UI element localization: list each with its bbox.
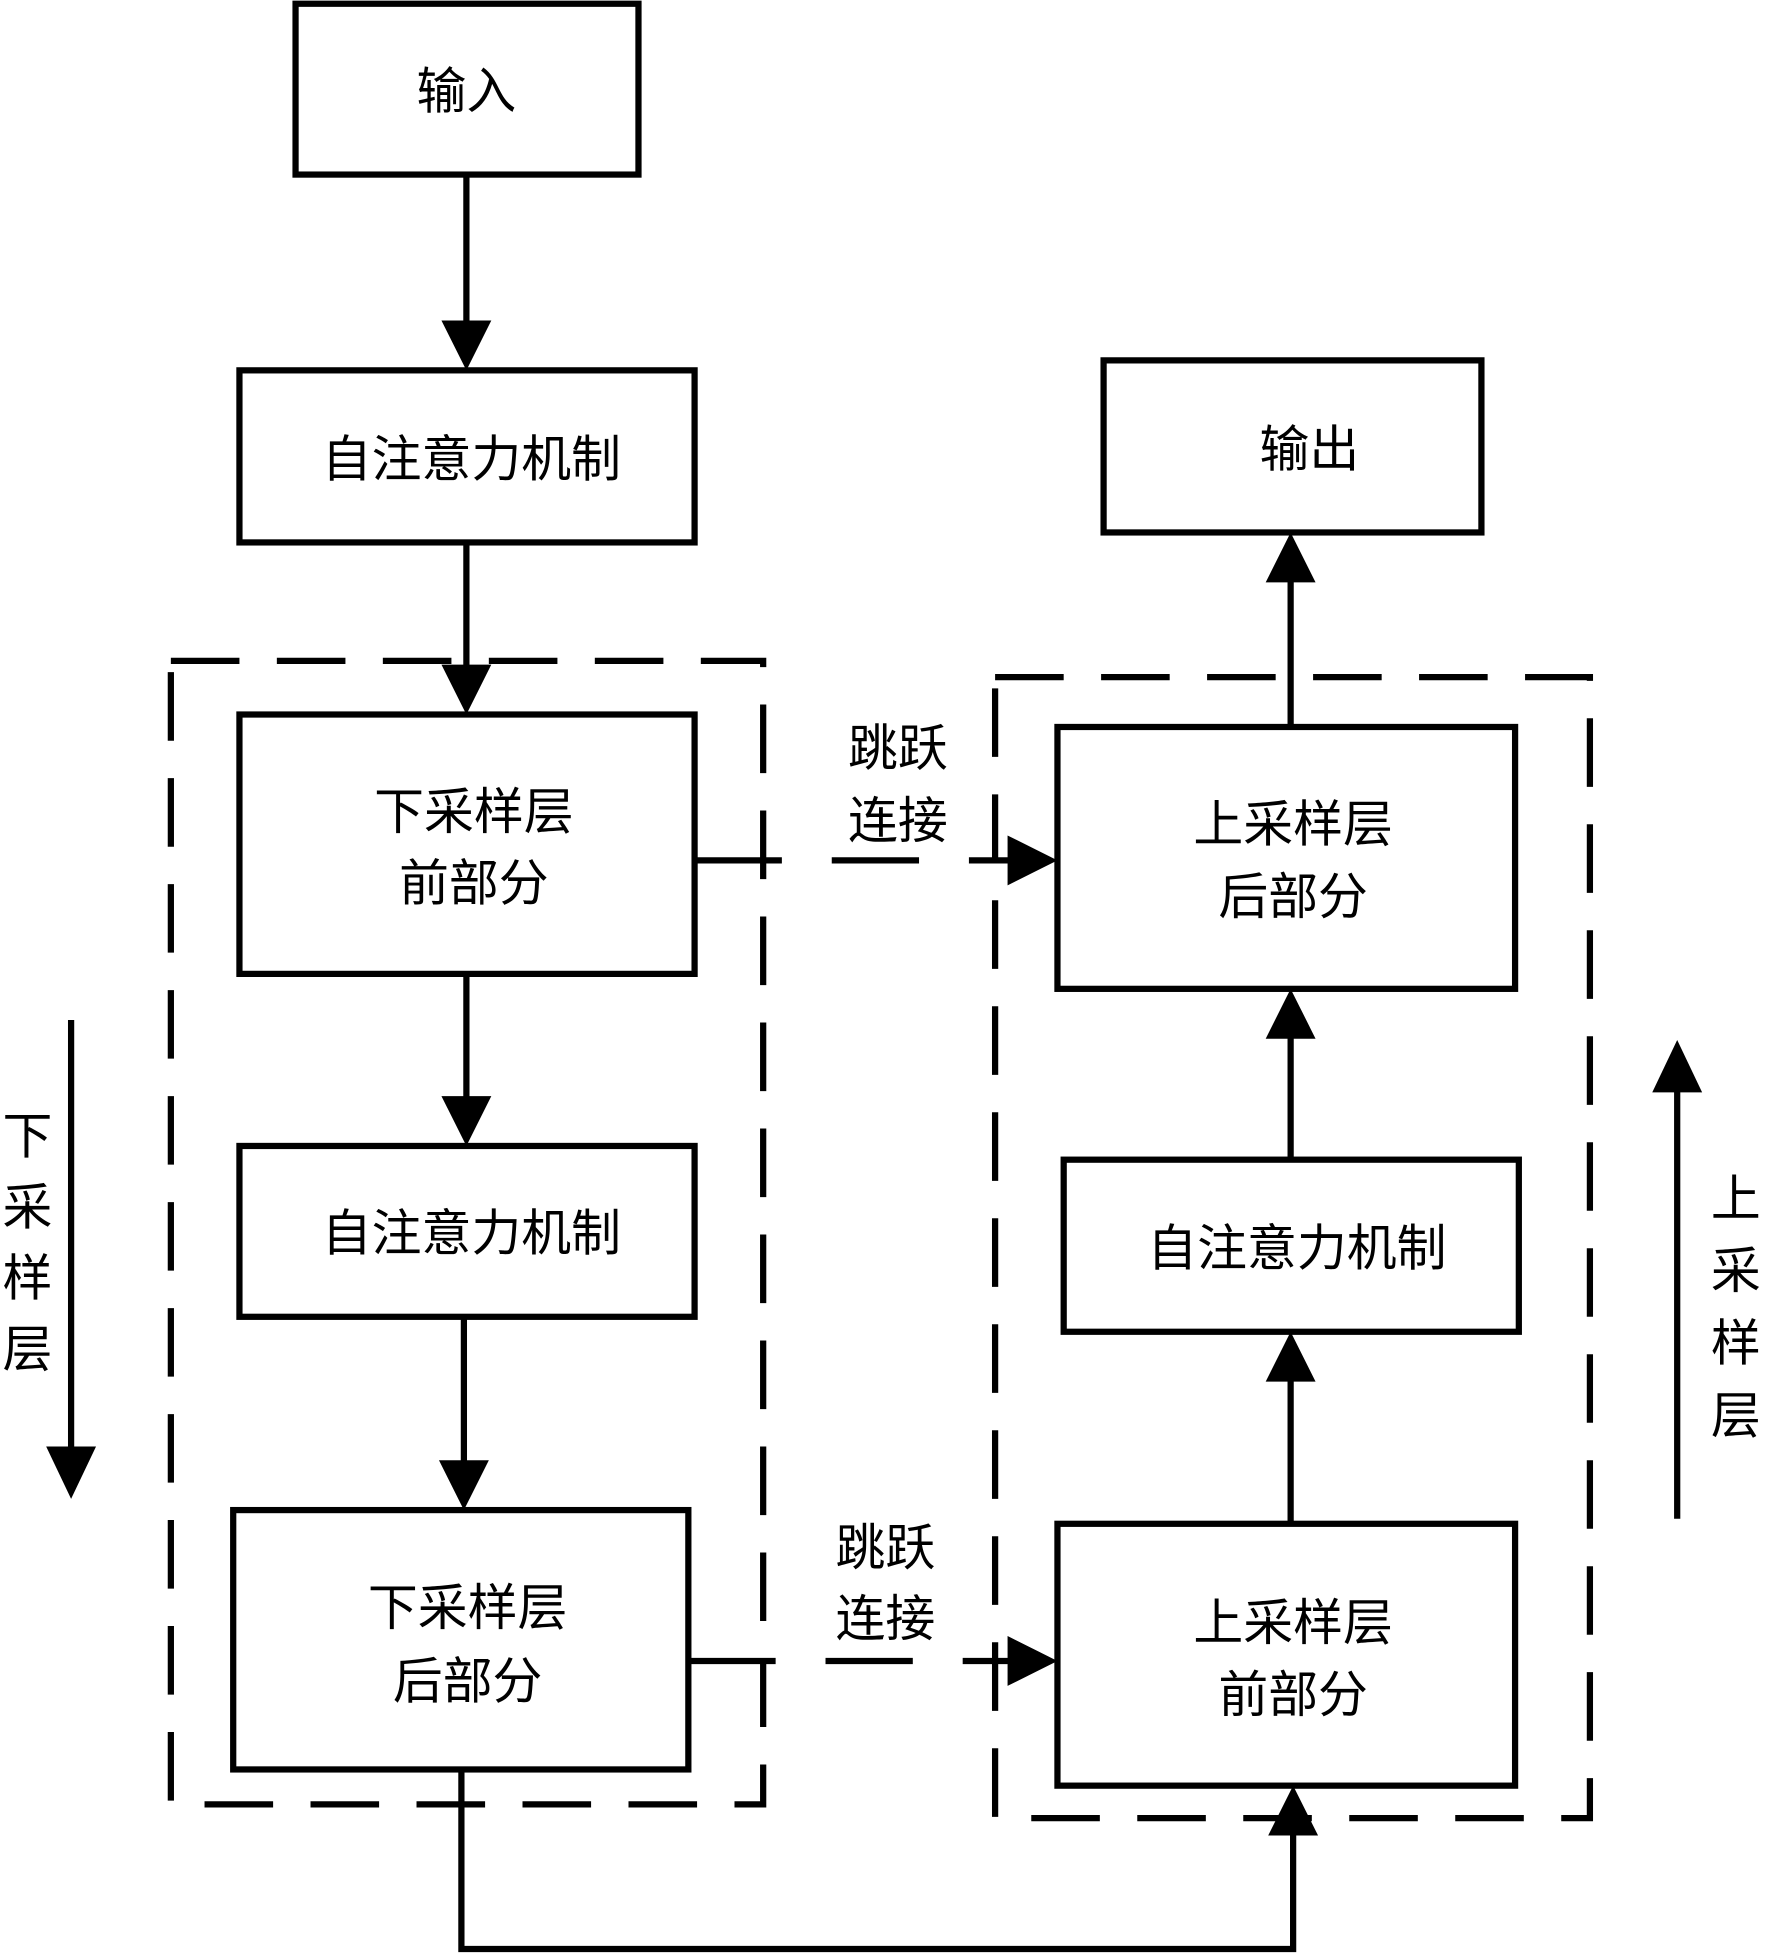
- upsample-back-box: [1054, 723, 1519, 992]
- arrowhead: [441, 320, 492, 371]
- down-side-char-3: 样: [3, 1250, 53, 1308]
- arrowhead: [1007, 835, 1058, 886]
- downsample-back-line2: 后部分: [393, 1652, 543, 1710]
- attention-label-3: 自注意力机制: [1147, 1220, 1446, 1278]
- skip-label-2-line2: 连接: [836, 1590, 936, 1648]
- arrowhead: [1265, 988, 1316, 1039]
- upsample-front-line1: 上采样层: [1193, 1594, 1392, 1652]
- skip-label-1-line2: 连接: [848, 792, 948, 850]
- input-label: 输入: [417, 62, 517, 120]
- skip-label-1-line1: 跳跃: [848, 720, 948, 778]
- upsample-front-box: [1054, 1520, 1519, 1789]
- attention-label-2: 自注意力机制: [322, 1205, 621, 1263]
- up-side-char-4: 层: [1711, 1387, 1761, 1445]
- downsample-back-line1: 下采样层: [368, 1579, 567, 1637]
- downsample-group: [167, 657, 767, 1808]
- output-label: 输出: [1259, 420, 1359, 478]
- down-side-char-2: 采: [3, 1179, 53, 1237]
- upsample-back-line1: 上采样层: [1193, 796, 1392, 854]
- arrowhead: [1265, 1331, 1316, 1382]
- arrowhead: [1265, 532, 1316, 583]
- skip-label-2-line1: 跳跃: [836, 1519, 936, 1577]
- upsample-front-line2: 前部分: [1218, 1666, 1368, 1724]
- edge-downback-upfront: [458, 1769, 1297, 1953]
- down-arrow-icon: [46, 1446, 97, 1499]
- down-side-char-4: 层: [3, 1321, 53, 1379]
- output-box: [1100, 357, 1485, 536]
- up-arrow-icon: [1652, 1039, 1703, 1093]
- downsample-back-box: [230, 1506, 692, 1773]
- arrowhead: [441, 1096, 492, 1146]
- up-side-char-2: 采: [1711, 1242, 1761, 1300]
- downsample-front-line2: 前部分: [399, 854, 549, 912]
- downsample-front-line1: 下采样层: [374, 783, 573, 841]
- arrowhead: [1007, 1636, 1058, 1686]
- downsample-front-box: [236, 711, 698, 977]
- attention-box-3: [1060, 1156, 1522, 1335]
- up-side-char-3: 样: [1711, 1314, 1761, 1372]
- arrowhead: [1268, 1785, 1319, 1836]
- down-side-char-1: 下: [3, 1107, 53, 1165]
- attention-label-1: 自注意力机制: [322, 430, 621, 488]
- up-side-char-1: 上: [1711, 1170, 1761, 1228]
- attention-box-2: [236, 1142, 698, 1320]
- arrowhead: [441, 664, 492, 715]
- arrowhead: [438, 1460, 489, 1511]
- upsample-back-line2: 后部分: [1218, 868, 1368, 926]
